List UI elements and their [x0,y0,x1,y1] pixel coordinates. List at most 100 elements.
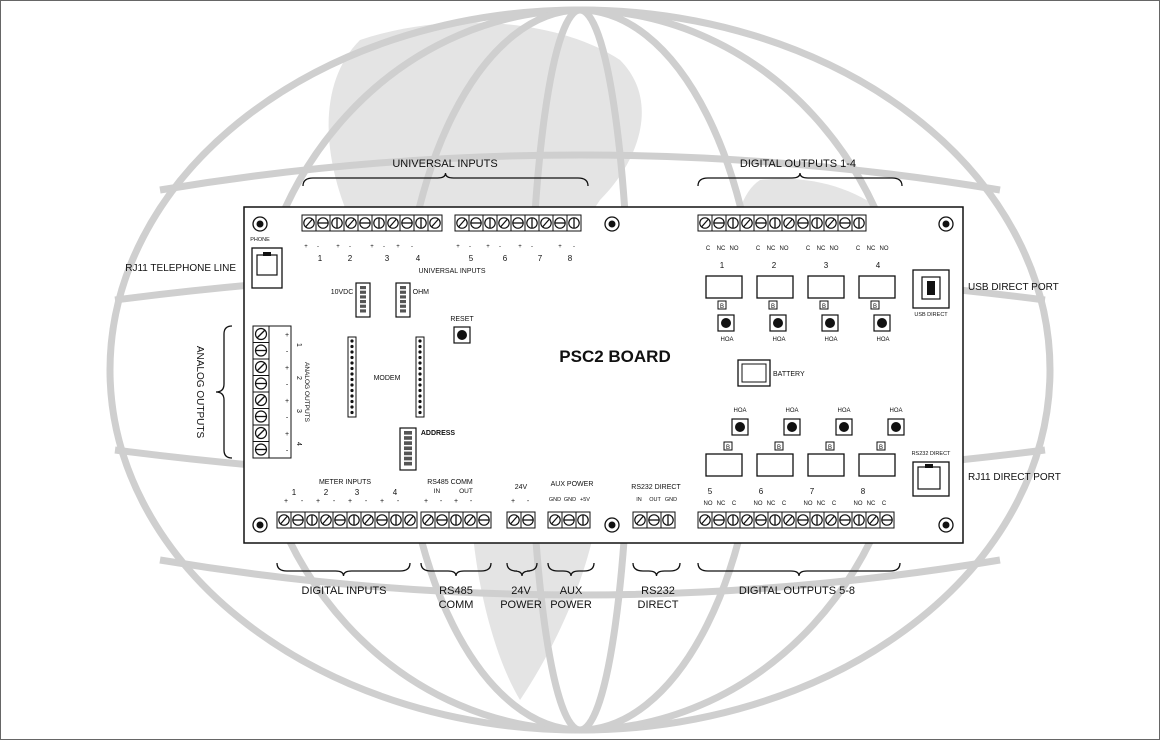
di-terminal-10-slot [406,515,414,525]
modem-pin-left-14 [350,410,354,415]
silk-analog-outputs: ANALOG OUTPUTS [303,362,310,423]
rs485-polarity-2: - [440,498,443,505]
do-bottom-terminal-7-slot [785,515,793,525]
rs485-polarity-3: + [454,498,458,505]
label-rs232-direct-line-1: RS232 [641,585,675,597]
ui-terminal-b-1-slot [458,218,466,228]
rj11-direct-jack-inner [917,466,941,490]
relay-3 [807,275,845,299]
relay-4 [858,275,896,299]
relay-bottom-number-7: 7 [810,487,815,496]
silk-hoa-bottom-2: HOA [785,408,798,414]
modem-pin-right-9 [418,383,422,387]
do-bottom-term-4-NC: NC [867,501,876,507]
rs232-term-2: OUT [649,497,661,503]
ao-polarity-5: + [285,398,289,405]
rs485-polarity-1: + [424,498,428,505]
dip-10vdc-switch-6 [360,309,366,313]
silk-address: ADDRESS [421,430,456,437]
ao-polarity-3: + [285,365,289,372]
dip-499-ohm-switch-6 [400,309,406,313]
mount-top-left-hole [256,220,264,228]
modem-pin-right-3 [418,350,422,354]
aux-term-3: +5V [580,497,590,503]
modem-pin-left-13 [350,405,354,409]
do-bottom-term-2-NO: NO [754,501,763,507]
ao-polarity-2: - [286,349,289,356]
label-digital-outputs-1-4: DIGITAL OUTPUTS 1-4 [740,158,856,170]
rj11-phone-jack-inner [256,254,278,276]
silk-rs485-in: IN [434,488,441,495]
di-polarity-3: + [316,498,320,505]
brace-rs232-direct [632,562,681,577]
label-24v-power-line-1: 24V [511,585,531,597]
ui-polarity-b-7: + [558,244,562,250]
do-bottom-term-1-C: C [732,501,737,507]
brace-digital-outputs-1-4 [697,172,903,187]
relay-6 [756,453,794,477]
ui-number-7: 7 [538,254,543,263]
psc2-board-outline [243,206,964,544]
address-dip-switch-switch-5 [404,451,412,456]
relay-indicator-5-mark: B [726,445,730,451]
brace-rs485-comm [420,562,492,577]
rs232-term-1: IN [636,497,642,503]
modem-pin-right-2 [418,344,422,349]
relay-top-number-2: 2 [772,261,777,270]
rs232-terminal-1-slot [636,515,644,525]
relay-top-number-3: 3 [824,261,829,270]
label-digital-inputs: DIGITAL INPUTS [302,585,387,597]
rs232-term-3: GND [665,497,677,503]
dip-10vdc-switch-4 [360,300,366,304]
do-top-term-4-NC: NC [867,246,876,252]
aux-term-1: GND [549,497,561,503]
do-top-term-3-NO: NO [830,246,839,252]
modem-header-left [347,336,357,418]
rs485-terminal-4-slot [466,515,474,525]
silk-hoa-top-2: HOA [772,337,785,343]
brace-digital-outputs-5-8 [697,562,901,577]
ui-number-3: 3 [385,254,390,263]
ao-terminal-1-slot [256,329,266,339]
relay-2 [756,275,794,299]
silk-24v: 24V [515,484,528,491]
brace-24v-power [506,562,538,577]
label-aux-power-line-2: POWER [550,599,592,611]
modem-pin-right-4 [418,355,422,360]
ui-polarity-b-6: - [531,244,533,250]
ui-number-4: 4 [416,254,421,263]
silk-hoa-top-3: HOA [824,337,837,343]
relay-top-number-1: 1 [720,261,725,270]
relay-indicator-1-mark: B [720,304,724,310]
di-terminal-7-slot [364,515,372,525]
silk-hoa-top-4: HOA [876,337,889,343]
modem-pin-right-6 [418,366,422,371]
ui-polarity-a-1: + [304,244,308,250]
dip-10vdc-switch-2 [360,290,366,294]
do-top-term-2-C: C [756,246,761,252]
do-top-terminal-7-slot [785,218,793,228]
brace-universal-inputs [302,172,589,187]
label-digital-outputs-5-8: DIGITAL OUTPUTS 5-8 [739,585,855,597]
do-top-term-4-C: C [856,246,861,252]
ui-polarity-a-7: + [396,244,400,250]
dip-10vdc-switch-3 [360,295,366,299]
relay-indicator-8-mark: B [879,445,883,451]
ui-number-6: 6 [503,254,508,263]
ao-terminal-3-slot [256,362,266,372]
board-title: PSC2 BOARD [559,347,670,366]
silk-battery: BATTERY [773,371,805,378]
address-dip-switch-switch-7 [404,461,412,466]
ao-polarity-4: - [286,382,289,389]
ui-polarity-b-5: + [518,244,522,250]
label-analog-outputs: ANALOG OUTPUTS [194,346,205,439]
relay-indicator-2-mark: B [771,304,775,310]
ao-polarity-6: - [286,415,289,422]
modem-pin-left-9 [350,383,354,387]
do-top-term-3-NC: NC [817,246,826,252]
ui-number-8: 8 [568,254,573,263]
modem-pin-left-6 [350,366,354,371]
relay-indicator-5 [723,441,733,451]
dip-499-ohm-switch-2 [400,290,406,294]
di-polarity-6: - [365,498,368,505]
